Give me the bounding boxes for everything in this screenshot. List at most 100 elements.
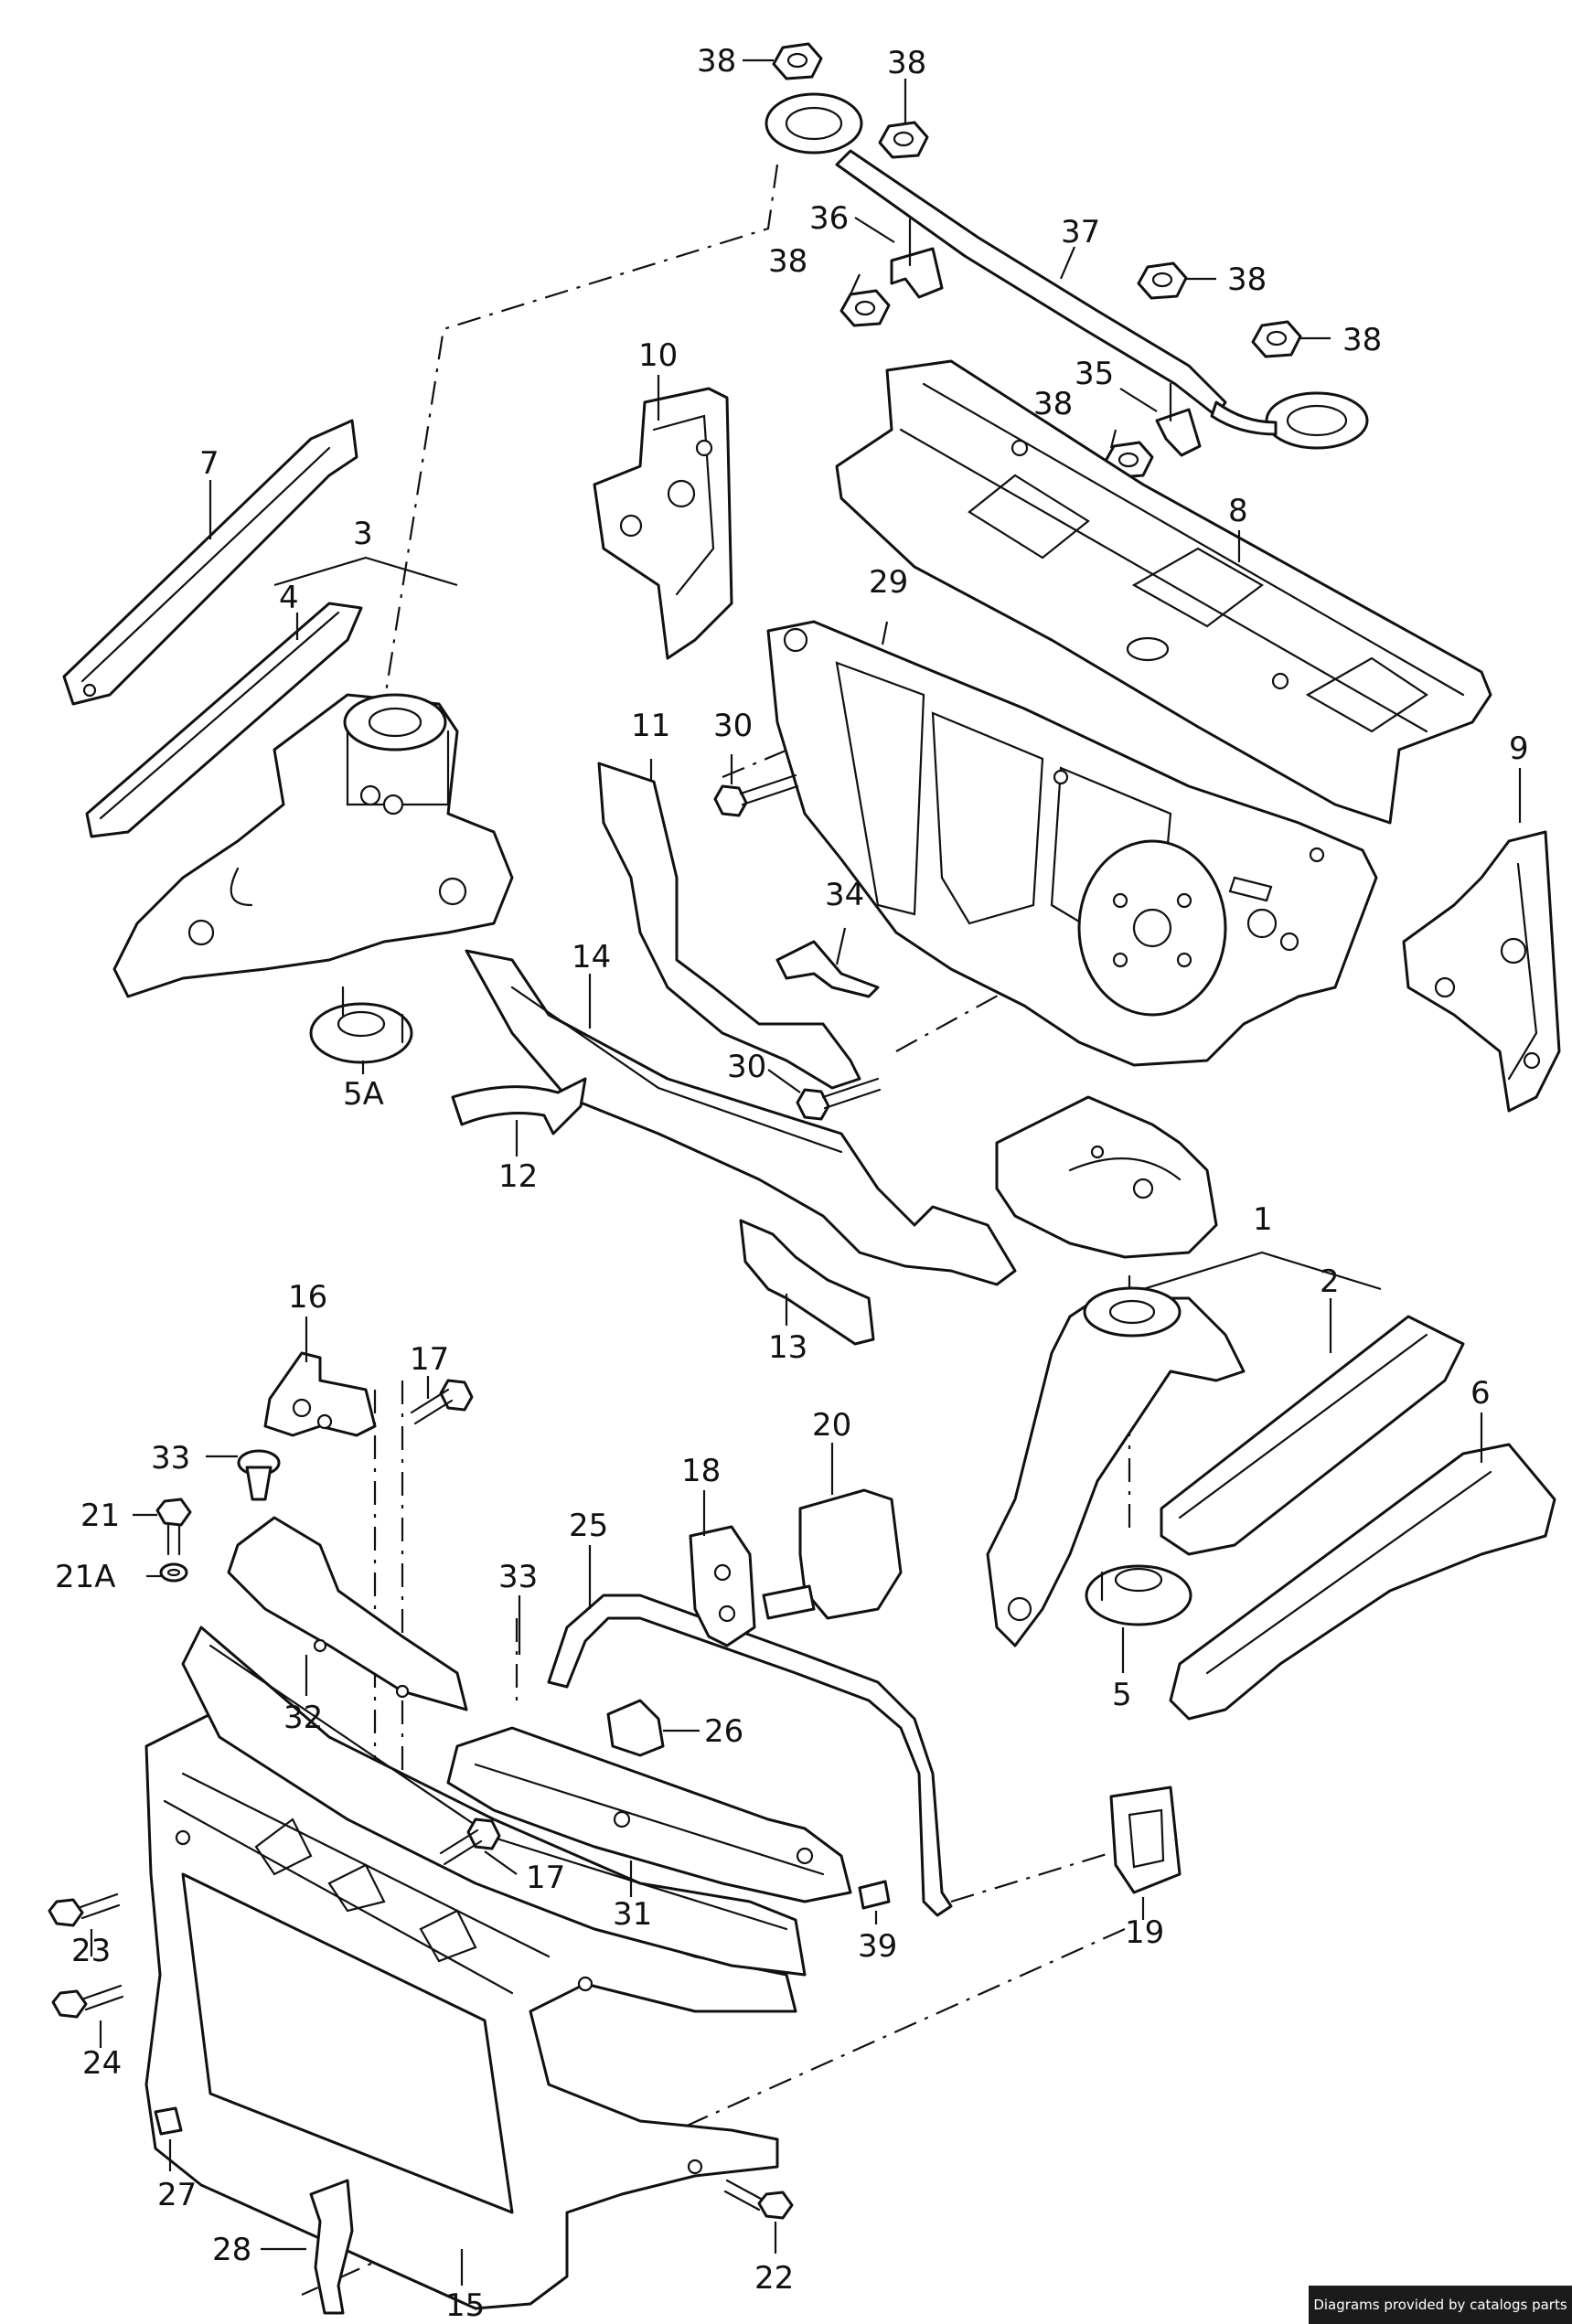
callout-1: 1 <box>1253 1201 1273 1238</box>
strut-mount-5A <box>309 986 413 1064</box>
callout-38c: 38 <box>768 243 807 280</box>
strut-brace-37 <box>765 92 1369 450</box>
hex-nut-38-mid-right <box>1137 261 1188 300</box>
callout-labels: 38 38 36 37 38 38 38 35 38 10 7 3 4 8 29… <box>55 43 1529 2324</box>
trim-31 <box>446 1726 852 1903</box>
bracket-13 <box>739 1219 875 1346</box>
plenum-panel-8 <box>835 359 1492 825</box>
strut-tower-1 <box>986 1286 1246 1647</box>
callout-38d: 38 <box>1227 261 1267 298</box>
callout-20: 20 <box>812 1407 851 1444</box>
clip-12 <box>451 1077 587 1135</box>
callout-33a: 33 <box>151 1440 190 1476</box>
callout-19: 19 <box>1125 1914 1164 1951</box>
callout-5A: 5A <box>343 1076 384 1113</box>
callout-37: 37 <box>1061 214 1100 251</box>
lock-carrier-15 <box>144 1708 797 2310</box>
callout-38e: 38 <box>1342 322 1382 358</box>
side-panel-10 <box>593 387 733 660</box>
screw-30-lower <box>796 1077 882 1121</box>
callout-27: 27 <box>157 2177 197 2213</box>
callout-24: 24 <box>82 2045 122 2082</box>
clip-27 <box>154 2106 183 2136</box>
washer-21A <box>159 1562 188 1583</box>
callout-leaders <box>90 59 1522 2286</box>
callout-29: 29 <box>869 564 908 601</box>
callout-38a: 38 <box>697 43 736 80</box>
callout-31: 31 <box>613 1896 652 1933</box>
side-panel-9 <box>1402 830 1561 1113</box>
callout-8: 8 <box>1228 493 1248 529</box>
callout-22: 22 <box>754 2260 794 2297</box>
clip-33-left <box>237 1449 281 1501</box>
callout-12: 12 <box>498 1158 538 1195</box>
wheelhouse-piece <box>995 1095 1218 1259</box>
callout-17b: 17 <box>526 1860 565 1896</box>
bracket-36 <box>890 218 944 299</box>
member-4 <box>85 602 363 838</box>
bracket-35 <box>1155 382 1202 457</box>
bracket-20 <box>762 1488 903 1620</box>
callout-35: 35 <box>1075 356 1114 392</box>
callout-6: 6 <box>1470 1375 1491 1412</box>
callout-3: 3 <box>353 516 373 552</box>
callout-16: 16 <box>288 1279 327 1316</box>
callout-32: 32 <box>283 1700 323 1736</box>
callout-9: 9 <box>1509 730 1529 767</box>
callout-39: 39 <box>858 1928 897 1965</box>
cover-32 <box>227 1516 468 1711</box>
callout-2: 2 <box>1320 1263 1340 1300</box>
hex-nut-38-top-left <box>772 42 823 80</box>
bracket-34 <box>775 940 880 998</box>
callout-5: 5 <box>1112 1677 1132 1713</box>
screw-17-lower <box>439 1818 501 1866</box>
bolt-22 <box>723 2179 794 2220</box>
callout-30b: 30 <box>727 1049 766 1085</box>
callout-11: 11 <box>631 708 670 744</box>
callout-18: 18 <box>681 1453 721 1489</box>
bracket-26 <box>606 1699 665 1757</box>
latch-bracket-16 <box>263 1351 377 1437</box>
callout-38f: 38 <box>1033 386 1073 422</box>
strip-11 <box>597 762 861 1090</box>
callout-4: 4 <box>279 580 299 616</box>
hex-nut-38-far-right <box>1251 320 1302 358</box>
callout-7: 7 <box>199 445 219 482</box>
member-7 <box>62 419 358 706</box>
callout-17a: 17 <box>410 1341 449 1378</box>
callout-10: 10 <box>638 337 678 374</box>
hex-nut-38-top-right <box>878 121 929 159</box>
member-6 <box>1169 1443 1556 1721</box>
member-2 <box>1160 1315 1465 1556</box>
bracket-19 <box>1109 1786 1182 1894</box>
callout-36: 36 <box>809 200 849 237</box>
strut-tower-3 <box>112 693 514 998</box>
callout-23: 23 <box>71 1933 111 1969</box>
strut-mount-5 <box>1085 1564 1192 1626</box>
deflector-28 <box>309 2179 354 2315</box>
callout-28: 28 <box>212 2232 251 2268</box>
callout-30a: 30 <box>713 708 753 744</box>
callout-34: 34 <box>825 877 864 913</box>
callout-21A: 21A <box>55 1559 116 1595</box>
callout-25: 25 <box>569 1508 608 1544</box>
callout-21: 21 <box>80 1498 120 1534</box>
callout-14: 14 <box>572 939 611 975</box>
callout-38b: 38 <box>887 45 926 81</box>
bolt-21 <box>155 1498 192 1556</box>
callout-13: 13 <box>768 1329 807 1366</box>
bulkhead-29 <box>766 620 1378 1067</box>
tube-25 <box>547 1594 953 1917</box>
bolt-23 <box>48 1892 121 1927</box>
callout-33b: 33 <box>498 1559 538 1595</box>
callout-26: 26 <box>704 1713 743 1750</box>
bracket-18 <box>689 1525 756 1647</box>
bolt-24 <box>51 1984 124 2019</box>
screw-17-upper <box>410 1379 474 1425</box>
footer-credit-badge: Diagrams provided by catalogs parts <box>1309 2286 1572 2324</box>
callout-15: 15 <box>445 2287 485 2324</box>
member-14 <box>465 949 1017 1286</box>
plate-39 <box>858 1880 891 1910</box>
hex-nut-38-mid-left <box>839 289 891 327</box>
